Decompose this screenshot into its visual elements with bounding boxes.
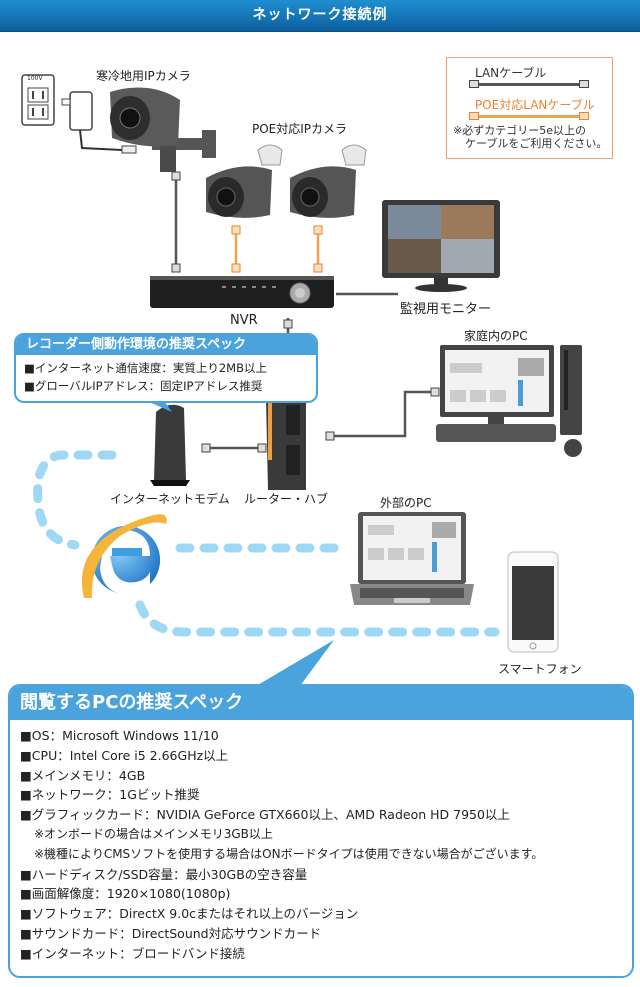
nvr-device-icon [150, 276, 334, 308]
header-bar: ネットワーク接続例 [0, 0, 640, 32]
pc-spec-item-cpu: ■CPU：Intel Core i5 2.66GHz以上 [20, 747, 229, 763]
pc-spec-item-graphics: ■グラフィックカード：NVIDIA GeForce GTX660以上、AMD R… [20, 807, 510, 823]
legend-poe-plug-right [579, 112, 589, 120]
recorder-spec-item: ■グローバルIPアドレス：固定IPアドレス推奨 [24, 379, 263, 393]
monitor-icon [382, 200, 500, 292]
pc-spec-title: 閲覧するPCの推奨スペック [10, 686, 632, 720]
label-home-pc: 家庭内のPC [464, 329, 528, 343]
wall-outlet-icon [21, 74, 55, 126]
smartphone-icon [507, 551, 559, 653]
label-nvr: NVR [230, 313, 258, 328]
poe-cables [234, 228, 320, 270]
legend-note: ※必ずカテゴリー5e以上の ケーブルをご利用ください。 [453, 124, 607, 150]
router-icon [266, 392, 306, 490]
pc-spec-item-memory: ■メインメモリ：4GB [20, 767, 146, 783]
legend-poe-label: POE対応LANケーブル [475, 98, 595, 112]
pc-spec-item-sound: ■サウンドカード：DirectSound対応サウンドカード [20, 925, 322, 941]
poe-camera-1-icon [206, 144, 283, 218]
label-router: ルーター・ハブ [244, 492, 329, 506]
label-modem: インターネットモデム [110, 492, 230, 506]
label-smartphone: スマートフォン [498, 662, 582, 676]
cable-legend: LANケーブル POE対応LANケーブル ※必ずカテゴリー5e以上の ケーブルを… [446, 57, 613, 159]
pc-spec-item-storage: ■ハードディスク/SSD容量：最小30GBの空き容量 [20, 866, 308, 882]
pc-spec-item-network: ■ネットワーク：1Gビット推奨 [20, 787, 200, 803]
laptop-icon [350, 512, 474, 605]
modem-icon [150, 404, 190, 486]
home-pc-icon [436, 345, 582, 457]
pc-spec-item-os: ■OS：Microsoft Windows 11/10 [20, 728, 219, 743]
poe-camera-2-icon [290, 144, 367, 218]
legend-lan-line [473, 83, 583, 86]
label-poe-camera: POE対応IPカメラ [252, 122, 348, 136]
pc-spec-note-cms: ※機種によりCMSソフトを使用する場合はONボードタイプは使用できない場合がござ… [34, 846, 544, 861]
cable-router-homepc [330, 390, 435, 438]
pc-spec-list: ■OS：Microsoft Windows 11/10 ■CPU：Intel C… [20, 726, 543, 964]
label-outlet-voltage: 100V [27, 75, 43, 82]
label-external-pc: 外部のPC [380, 496, 432, 510]
dash-ie-to-phone [135, 600, 500, 637]
label-monitor: 監視用モニター [400, 302, 492, 317]
internet-dashed-lines [33, 450, 500, 637]
legend-note-line1: ※必ずカテゴリー5e以上の [453, 124, 586, 137]
recorder-spec-title: レコーダー側動作環境の推奨スペック [16, 335, 316, 355]
spec-bubble-pointer [256, 640, 334, 686]
pc-spec-item-software: ■ソフトウェア：DirectX 9.0cまたはそれ以上のバージョン [20, 906, 359, 922]
pc-spec-box: 閲覧するPCの推奨スペック ■OS：Microsoft Windows 11/1… [8, 684, 634, 978]
legend-lan-label: LANケーブル [475, 66, 547, 80]
legend-poe-line [473, 115, 583, 118]
pc-spec-item-internet: ■インターネット：ブロードバンド接続 [20, 945, 245, 961]
dash-modem-to-ie [33, 450, 117, 550]
page-title: ネットワーク接続例 [252, 7, 388, 23]
legend-note-line2: ケーブルをご利用ください。 [465, 137, 608, 150]
recorder-spec-item: ■インターネット通信速度：実質上り2MB以上 [24, 361, 267, 375]
pc-spec-item-resolution: ■画面解像度：1920×1080(1080p) [20, 886, 231, 902]
legend-poe-plug-left [469, 112, 479, 120]
legend-lan-plug-right [579, 80, 589, 88]
cold-ip-camera-icon [110, 87, 216, 172]
power-adapter-icon [61, 91, 137, 154]
pc-spec-note-onboard: ※オンボードの場合はメインメモリ3GB以上 [34, 826, 273, 841]
recorder-spec-bubble: レコーダー側動作環境の推奨スペック ■インターネット通信速度：実質上り2MB以上… [14, 333, 318, 403]
legend-lan-plug-left [469, 80, 479, 88]
label-cold-camera: 寒冷地用IPカメラ [96, 69, 191, 83]
internet-explorer-icon [81, 514, 167, 598]
